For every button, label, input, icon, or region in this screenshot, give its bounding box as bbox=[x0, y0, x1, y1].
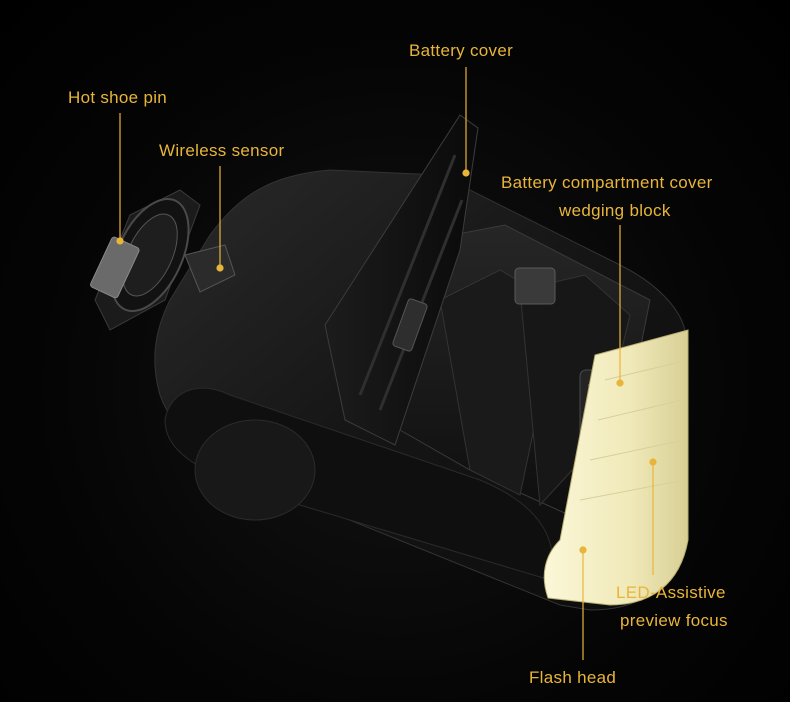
hot-shoe-foot bbox=[90, 189, 201, 331]
leader-dot-hot-shoe bbox=[116, 237, 124, 245]
leader-dot-flash-head bbox=[579, 546, 587, 554]
leader-dot-wireless bbox=[216, 264, 224, 272]
label-led-assistive-line1: LED-Assistive bbox=[616, 583, 726, 602]
leader-dot-wedging-block bbox=[616, 379, 624, 387]
label-battery-compartment-line2: wedging block bbox=[559, 201, 671, 220]
label-led-assistive-line2: preview focus bbox=[620, 611, 728, 630]
flash-head-lens bbox=[543, 329, 689, 606]
label-battery-cover: Battery cover bbox=[409, 41, 514, 60]
label-wireless-sensor: Wireless sensor bbox=[159, 141, 285, 160]
leader-dot-led bbox=[649, 458, 657, 466]
label-hot-shoe-pin: Hot shoe pin bbox=[68, 88, 168, 107]
leader-dot-battery-cover bbox=[462, 169, 470, 177]
label-flash-head: Flash head bbox=[529, 668, 617, 687]
wireless-sensor-window bbox=[184, 244, 236, 293]
label-battery-compartment-line1: Battery compartment cover bbox=[501, 173, 713, 192]
